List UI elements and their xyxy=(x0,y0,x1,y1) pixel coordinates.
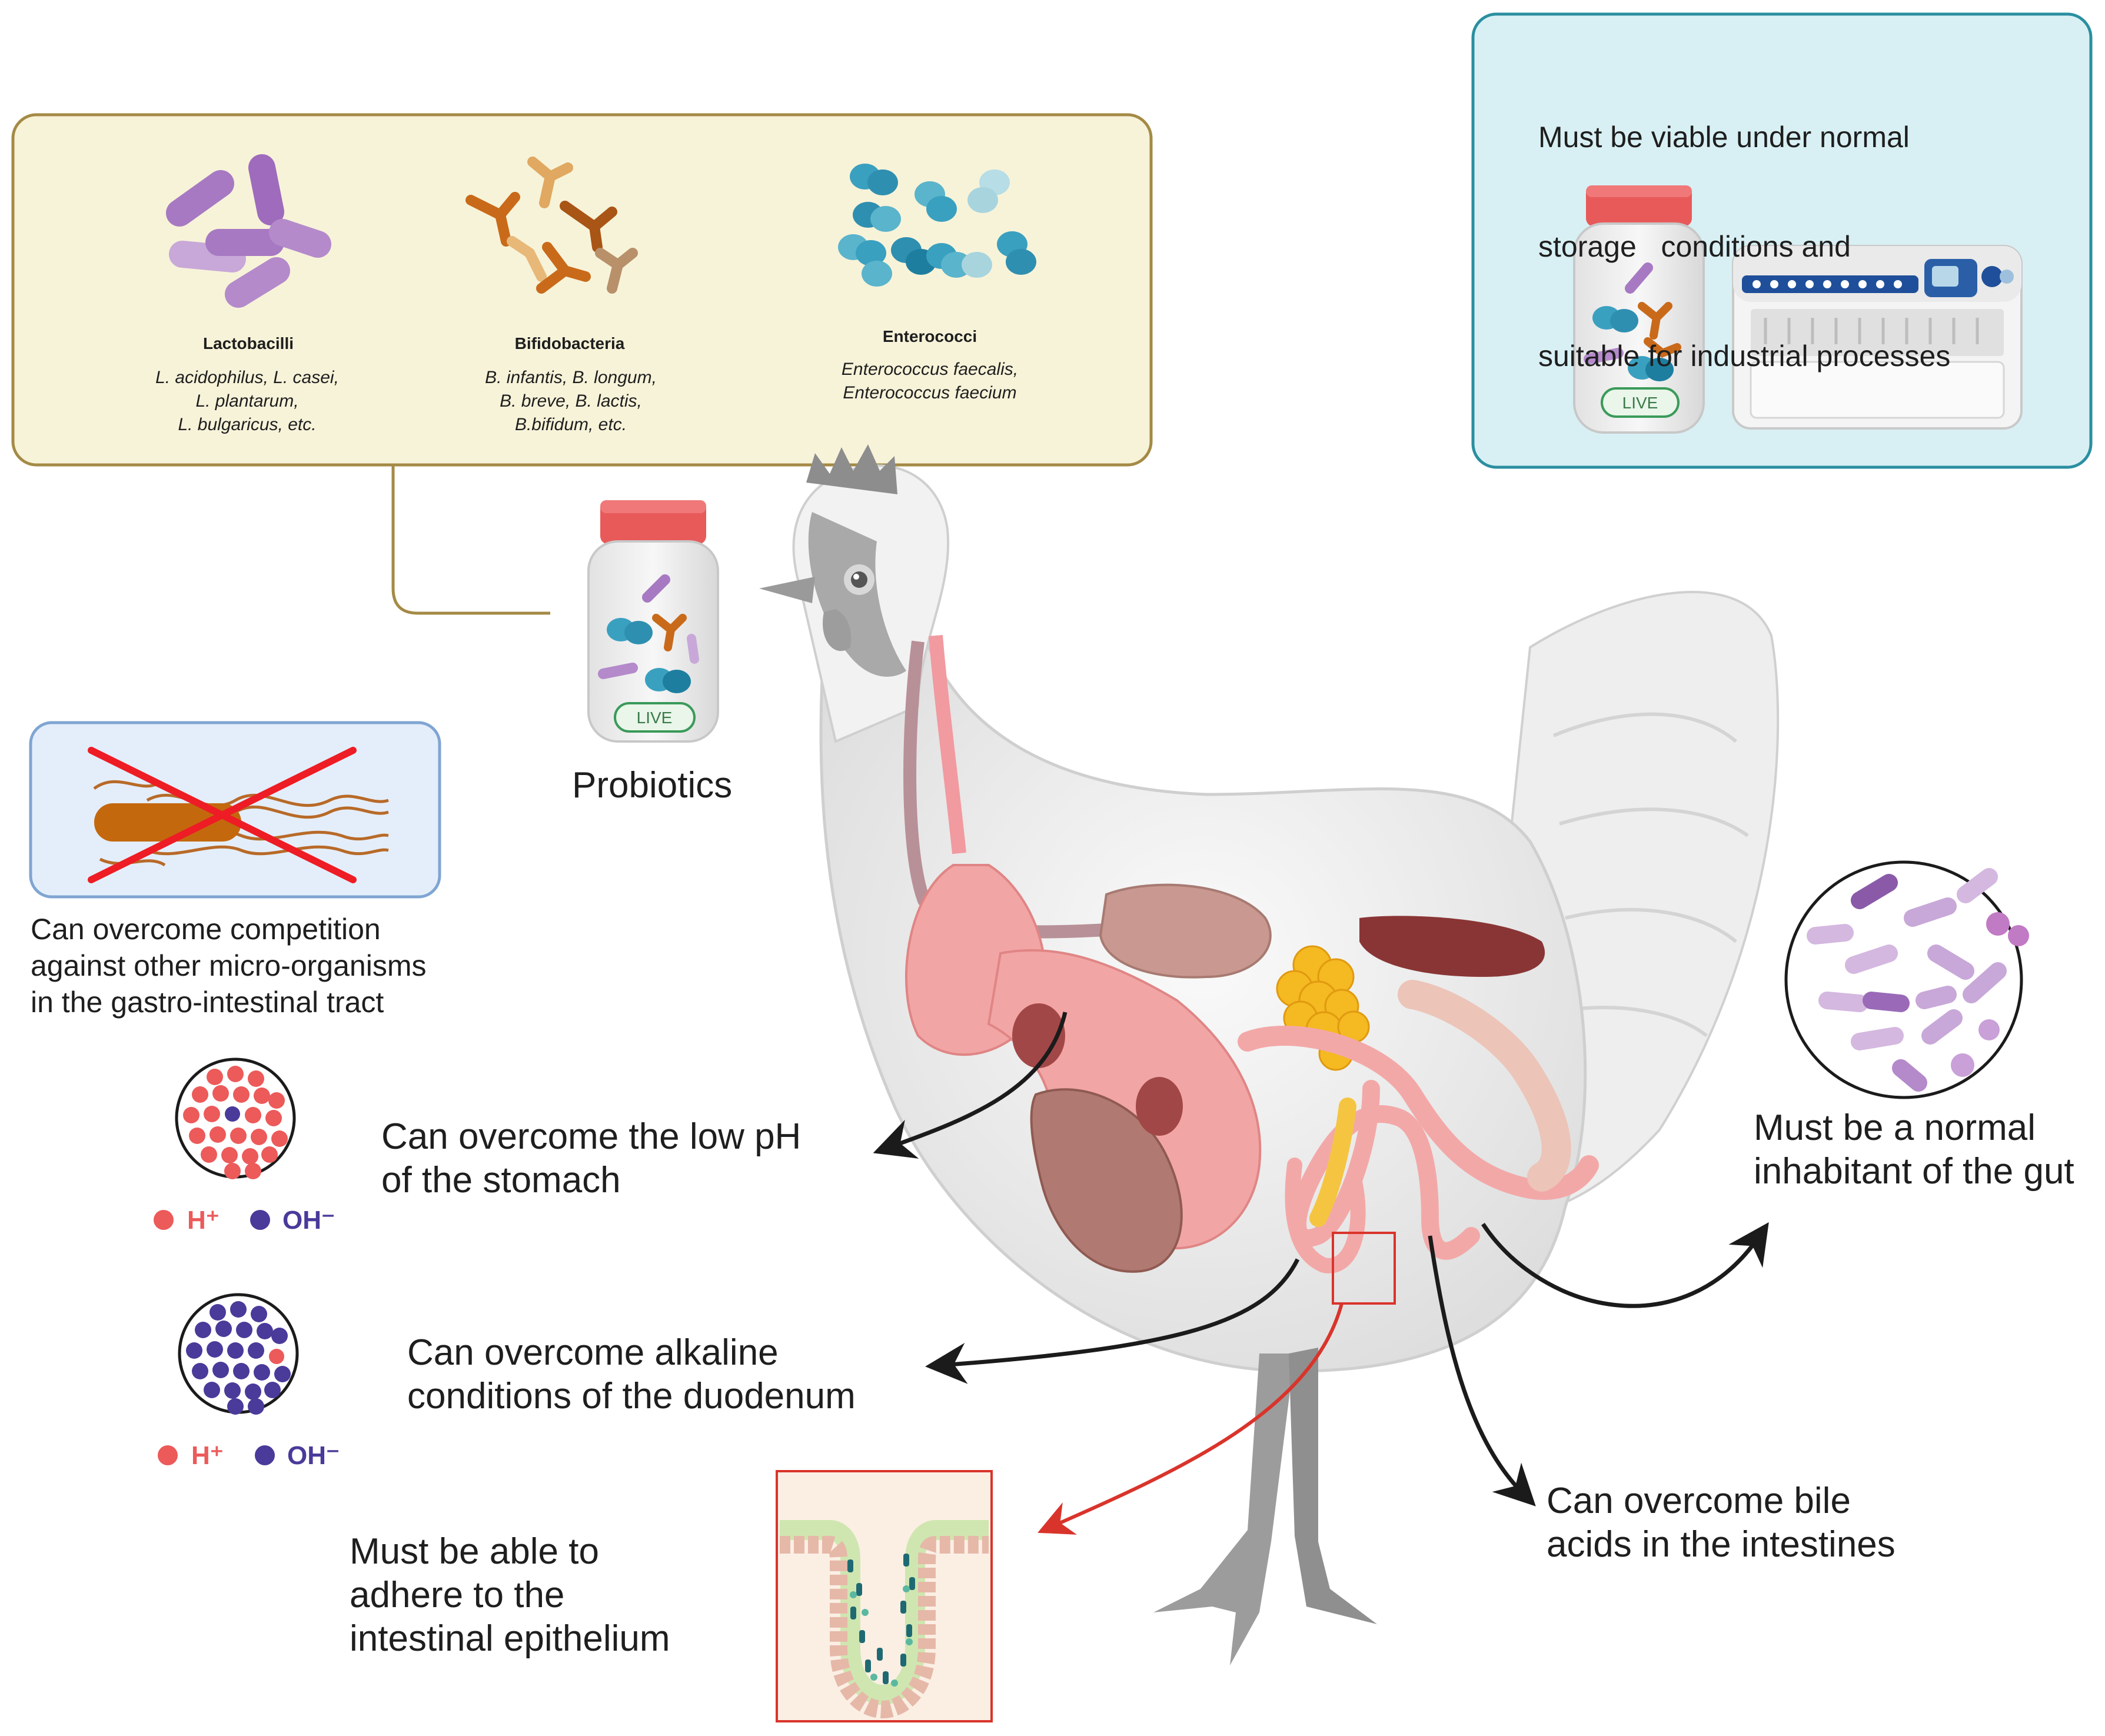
probiotics-bottle-tag: LIVE xyxy=(637,709,673,727)
hplus-label-2: H⁺ xyxy=(191,1441,224,1470)
adhere-line-1: Must be able to xyxy=(350,1531,599,1572)
storage-line-3: suitable for industrial processes xyxy=(1538,340,1951,373)
bifidobacteria-species-line-3: B.bifidum, etc. xyxy=(514,415,627,434)
enterococci-species-line-2: Enterococcus faecium xyxy=(843,383,1017,403)
lactobacilli-species-line-2: L. plantarum, xyxy=(195,391,299,411)
arrow-bile xyxy=(1428,1235,1536,1506)
storage-line-1: Must be viable under normal xyxy=(1538,121,1910,154)
low-ph-text: Can overcome the low pH of the stomach xyxy=(381,1115,852,1202)
low-ph-line-1: Can overcome the low pH xyxy=(381,1116,802,1157)
arrow-normal-inhabitant xyxy=(1481,1222,1769,1308)
competition-line-1: Can overcome competition xyxy=(31,913,381,946)
lactobacilli-name: Lactobacilli xyxy=(202,334,294,352)
bifidobacteria-species: B. infantis, B. longum, B. breve, B. lac… xyxy=(435,366,706,437)
normal-inhabitant-text: Must be a normal inhabitant of the gut xyxy=(1754,1106,2101,1193)
alkaline-line-1: Can overcome alkaline xyxy=(407,1332,779,1373)
bile-line-1: Can overcome bile xyxy=(1547,1481,1851,1521)
ohminus-label-2: OH⁻ xyxy=(287,1441,340,1470)
bifidobacteria-name: Bifidobacteria xyxy=(514,334,625,352)
probiotics-label: Probiotics xyxy=(572,765,733,806)
competition-line-3: in the gastro-intestinal tract xyxy=(31,986,384,1019)
bile-text: Can overcome bile acids in the intestine… xyxy=(1547,1479,2017,1567)
lactobacilli-species: L. acidophilus, L. casei, L. plantarum, … xyxy=(118,366,377,437)
storage-bottle-tag: LIVE xyxy=(1622,394,1658,412)
storage-line-2: storage conditions and xyxy=(1538,230,1851,263)
gut-microbiota-icon xyxy=(1784,860,2029,1099)
enterococci-icon xyxy=(838,164,1036,287)
intestinal-epithelium-icon xyxy=(776,1470,993,1722)
arrow-low-ph xyxy=(873,1012,1068,1159)
adhere-line-3: intestinal epithelium xyxy=(350,1618,670,1659)
lactobacilli-species-line-1: L. acidophilus, L. casei, xyxy=(155,368,339,387)
hplus-label: H⁺ xyxy=(187,1206,220,1235)
bifidobacteria-species-line-2: B. breve, B. lactis, xyxy=(500,391,642,411)
industrial-machine-icon xyxy=(1732,245,2023,430)
acid-legend: H⁺ OH⁻ xyxy=(154,1206,335,1235)
adhere-text: Must be able to adhere to the intestinal… xyxy=(350,1530,761,1661)
enterococci-species: Enterococcus faecalis, Enterococcus faec… xyxy=(806,358,1053,405)
adhere-line-2: adhere to the xyxy=(350,1575,565,1615)
competition-text: Can overcome competition against other m… xyxy=(31,911,490,1020)
probiotics-bottle-icon: LIVE xyxy=(587,500,719,743)
lactobacilli-icon xyxy=(166,154,331,308)
acid-circle-icon xyxy=(175,1057,296,1179)
storage-requirement-text: Must be viable under normal storage cond… xyxy=(1538,46,2080,411)
alkaline-line-2: conditions of the duodenum xyxy=(407,1376,856,1416)
competition-line-2: against other micro-organisms xyxy=(31,949,427,982)
lactobacilli-species-line-3: L. bulgaricus, etc. xyxy=(178,415,317,434)
enterococci-species-line-1: Enterococcus faecalis, xyxy=(841,360,1019,379)
enterococci-name: Enterococci xyxy=(882,327,977,345)
arrow-adhere xyxy=(1037,1303,1344,1535)
chicken-illustration xyxy=(759,444,1780,1665)
low-ph-line-2: of the stomach xyxy=(381,1160,621,1200)
bile-line-2: acids in the intestines xyxy=(1547,1524,1896,1565)
bifidobacteria-species-line-1: B. infantis, B. longum, xyxy=(485,368,657,387)
normal-line-1: Must be a normal xyxy=(1754,1108,2036,1148)
base-legend: H⁺ OH⁻ xyxy=(158,1441,340,1470)
base-circle-icon xyxy=(178,1293,299,1415)
arrow-alkaline xyxy=(925,1258,1300,1384)
ohminus-label: OH⁻ xyxy=(282,1206,335,1235)
storage-bottle-icon: LIVE xyxy=(1573,185,1705,434)
alkaline-text: Can overcome alkaline conditions of the … xyxy=(407,1331,937,1418)
normal-line-2: inhabitant of the gut xyxy=(1754,1151,2074,1192)
competition-box xyxy=(29,721,441,899)
bifidobacteria-icon xyxy=(465,157,638,294)
